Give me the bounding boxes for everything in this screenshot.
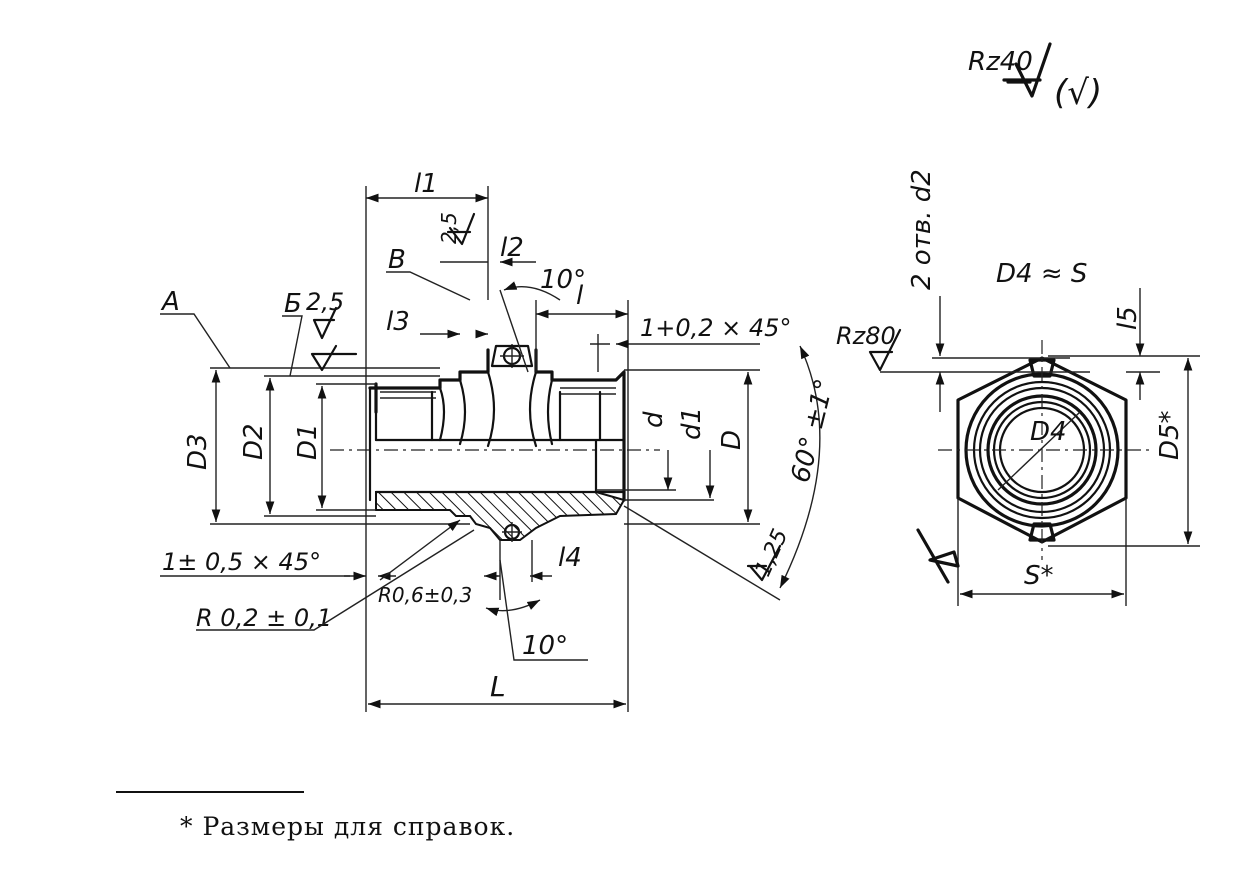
dim-d: d bbox=[639, 411, 669, 428]
dim-D: D bbox=[717, 430, 747, 450]
dim-D5: D5* bbox=[1155, 410, 1185, 460]
holes-label: 2 отв. d2 bbox=[907, 169, 937, 290]
dim-D1: D1 bbox=[293, 423, 323, 460]
body-outline-top bbox=[368, 348, 626, 502]
thread-angle: 60° ±1° bbox=[786, 376, 841, 486]
dim-D3: D3 bbox=[183, 433, 213, 470]
chamfer-top: 1+0,2 × 45° bbox=[640, 314, 791, 342]
roughness-rz80: Rz80 bbox=[836, 322, 896, 350]
angle-bottom: 10° bbox=[522, 631, 568, 661]
side-view: D4 2 отв. d2 D4 ≈ S Rz80 l5 D5* S* bbox=[836, 169, 1200, 606]
D4-approx-S: D4 ≈ S bbox=[996, 259, 1087, 289]
dim-l5: l5 bbox=[1113, 306, 1143, 330]
dim-D2: D2 bbox=[239, 423, 269, 460]
label-B: В bbox=[388, 245, 406, 275]
roughness-main-paren: (√) bbox=[1054, 73, 1102, 113]
dim-l: l bbox=[576, 281, 584, 311]
dim-L: L bbox=[490, 670, 506, 703]
section-hatch bbox=[375, 491, 626, 541]
roughness-symbol-main: Rz40 (√) bbox=[968, 42, 1102, 113]
dim-l3: l3 bbox=[386, 307, 410, 337]
label-A: А bbox=[160, 287, 180, 317]
angle-top: 10° bbox=[540, 265, 586, 295]
front-view: l1 2,5 В l2 10° l 1+0,2 × 45° А Б 2,5 l3 bbox=[160, 169, 840, 712]
radius-R06: R0,6±0,3 bbox=[378, 583, 472, 607]
roughness-25: 2,5 bbox=[306, 288, 344, 316]
radius-R02: R 0,2 ± 0,1 bbox=[196, 604, 332, 632]
dim-S: S* bbox=[1024, 561, 1054, 591]
dim-l2: l2 bbox=[500, 233, 524, 263]
label-Bb: Б bbox=[284, 289, 302, 319]
footnote-rule bbox=[116, 791, 304, 793]
dim-D4: D4 bbox=[1030, 417, 1067, 447]
dim-l4: l4 bbox=[558, 543, 582, 573]
roughness-main-label: Rz40 bbox=[968, 47, 1033, 77]
dim-l1: l1 bbox=[414, 169, 438, 199]
dim-d1: d1 bbox=[677, 407, 707, 440]
footnote: * Размеры для справок. bbox=[180, 812, 516, 841]
chamfer-bottom: 1± 0,5 × 45° bbox=[162, 548, 321, 576]
